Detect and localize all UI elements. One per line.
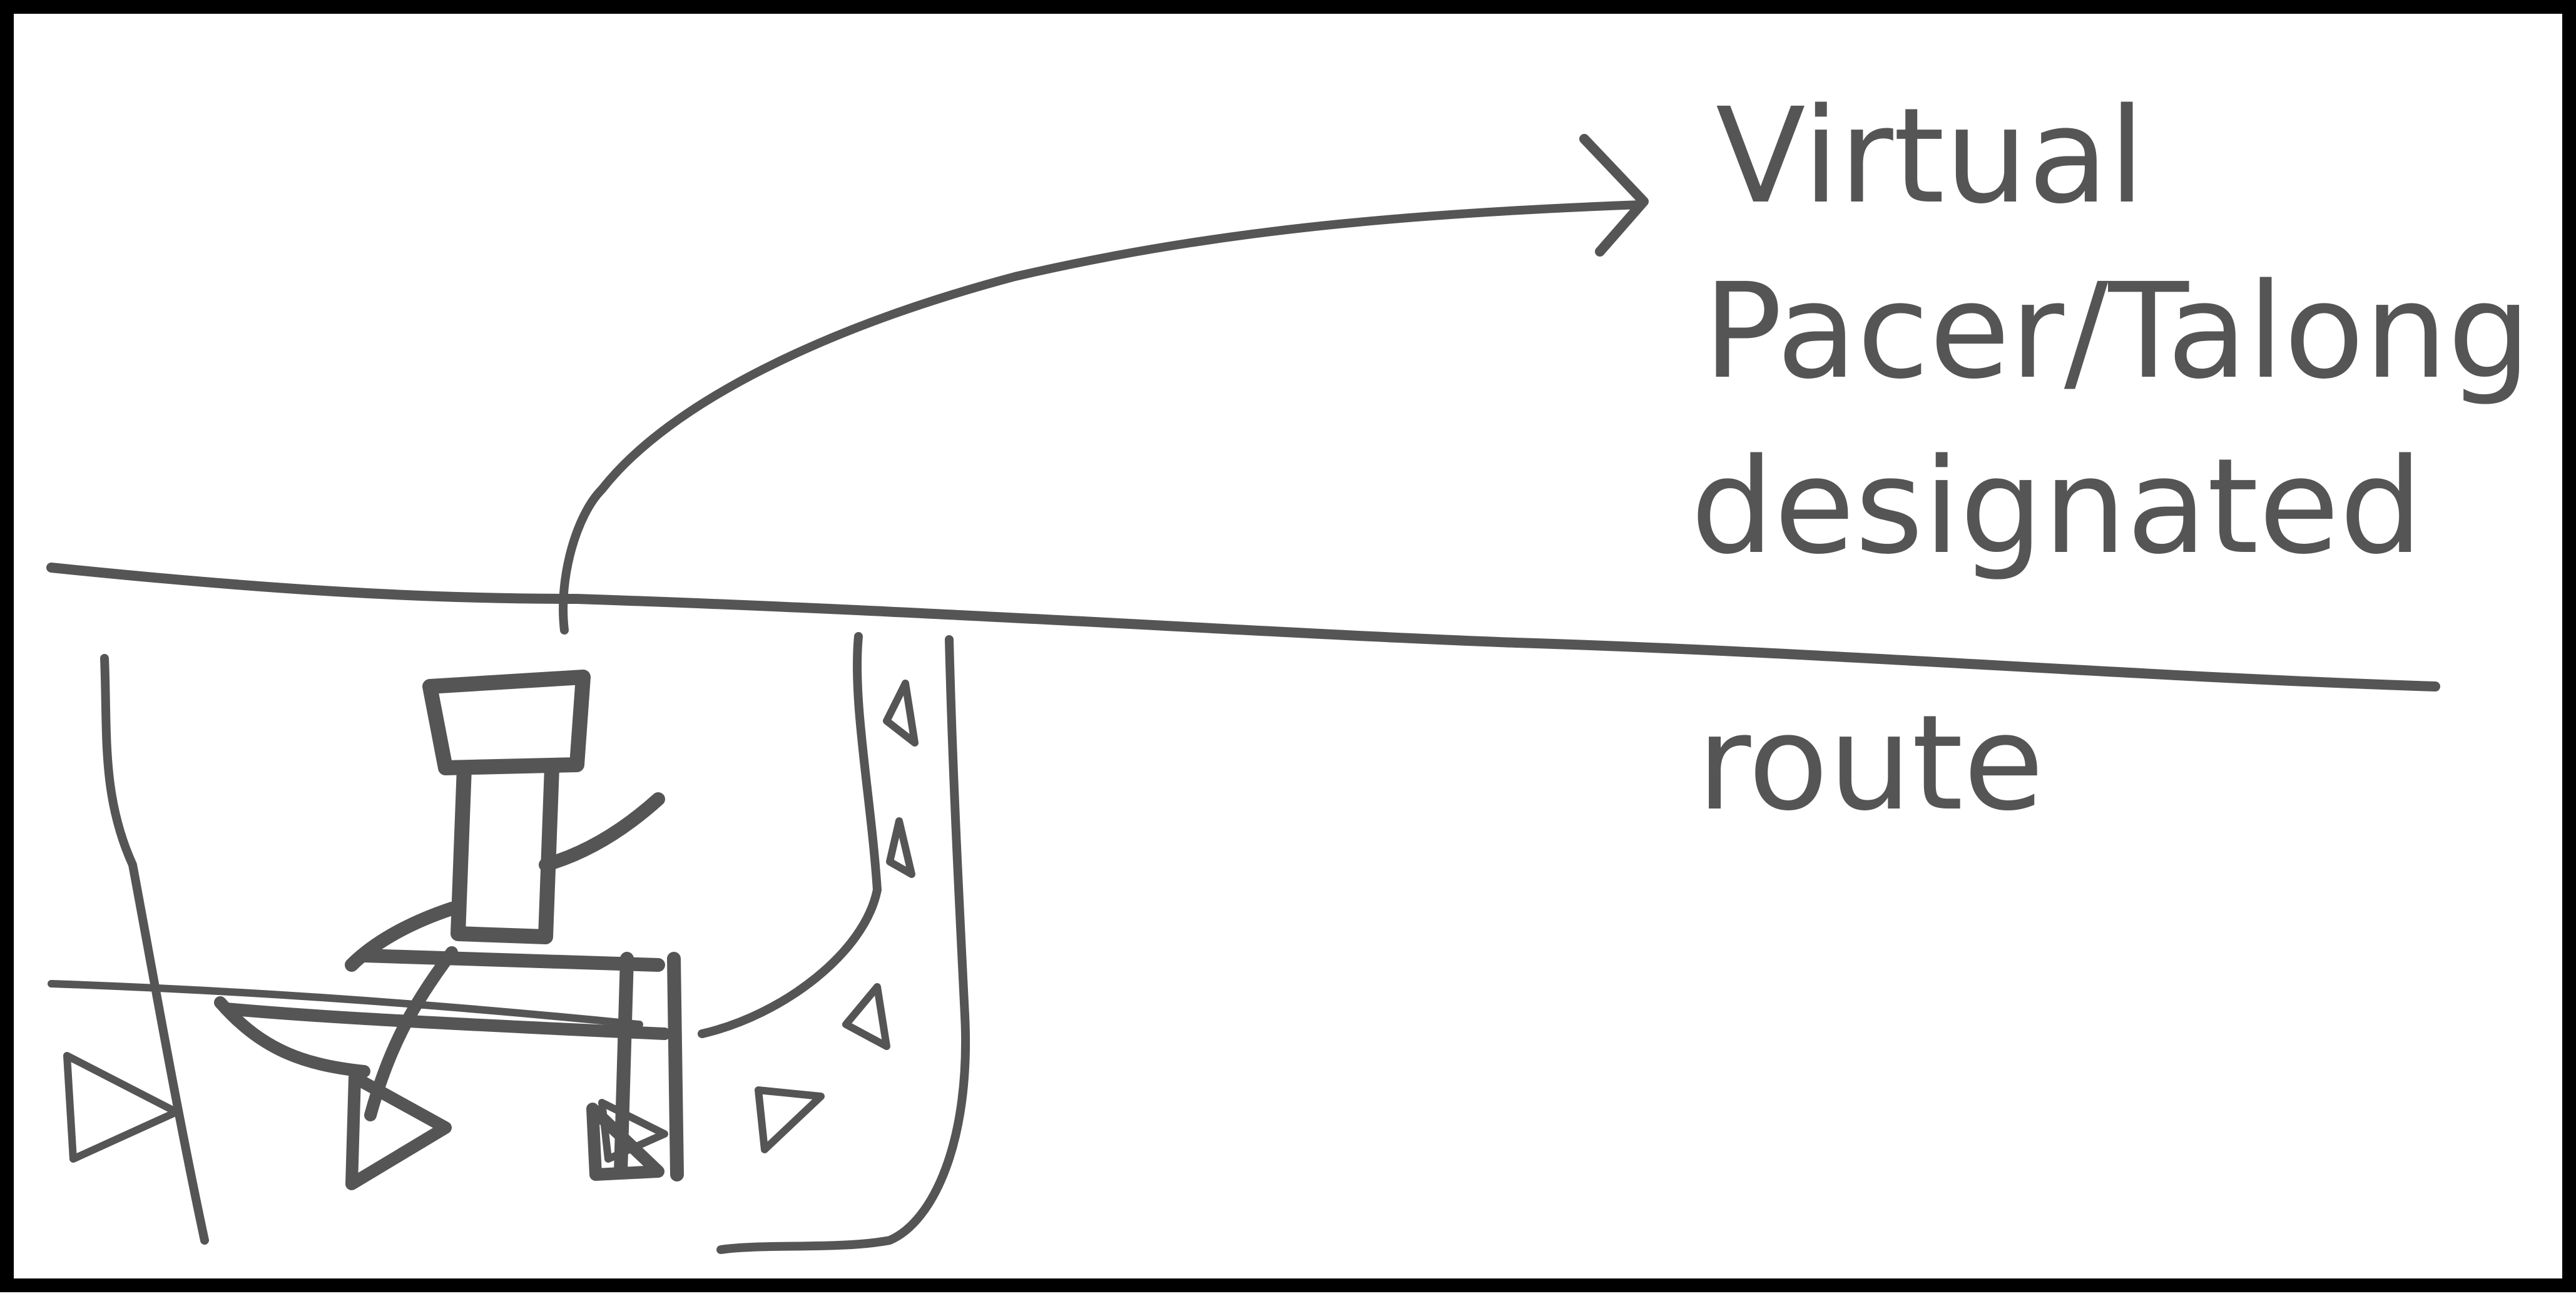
delineator-icon: [886, 817, 915, 878]
left-roadside: [100, 654, 209, 1245]
horizon-line: [48, 980, 643, 1028]
delineator-icon: [63, 1052, 180, 1163]
route-label: route: [1697, 686, 2044, 840]
arrow-head-icon: [1579, 134, 1649, 257]
annotation-line-3: designated: [1691, 430, 2423, 583]
right-roadside: [698, 632, 882, 1038]
annotation-line-2: Pacer/Talong: [1703, 255, 2531, 408]
pacer-figure: [214, 670, 684, 1190]
delineator-icon: [883, 680, 919, 747]
route-line: [46, 563, 2440, 691]
sketch-canvas: Virtual Pacer/Talong designated route: [46, 79, 2531, 1254]
delineator-icon: [755, 1086, 825, 1153]
pacer-arrow: [559, 200, 1645, 635]
delineator-icon: [842, 983, 890, 1050]
annotation-line-1: Virtual: [1716, 79, 2145, 233]
right-roadside-outer: [716, 635, 970, 1254]
